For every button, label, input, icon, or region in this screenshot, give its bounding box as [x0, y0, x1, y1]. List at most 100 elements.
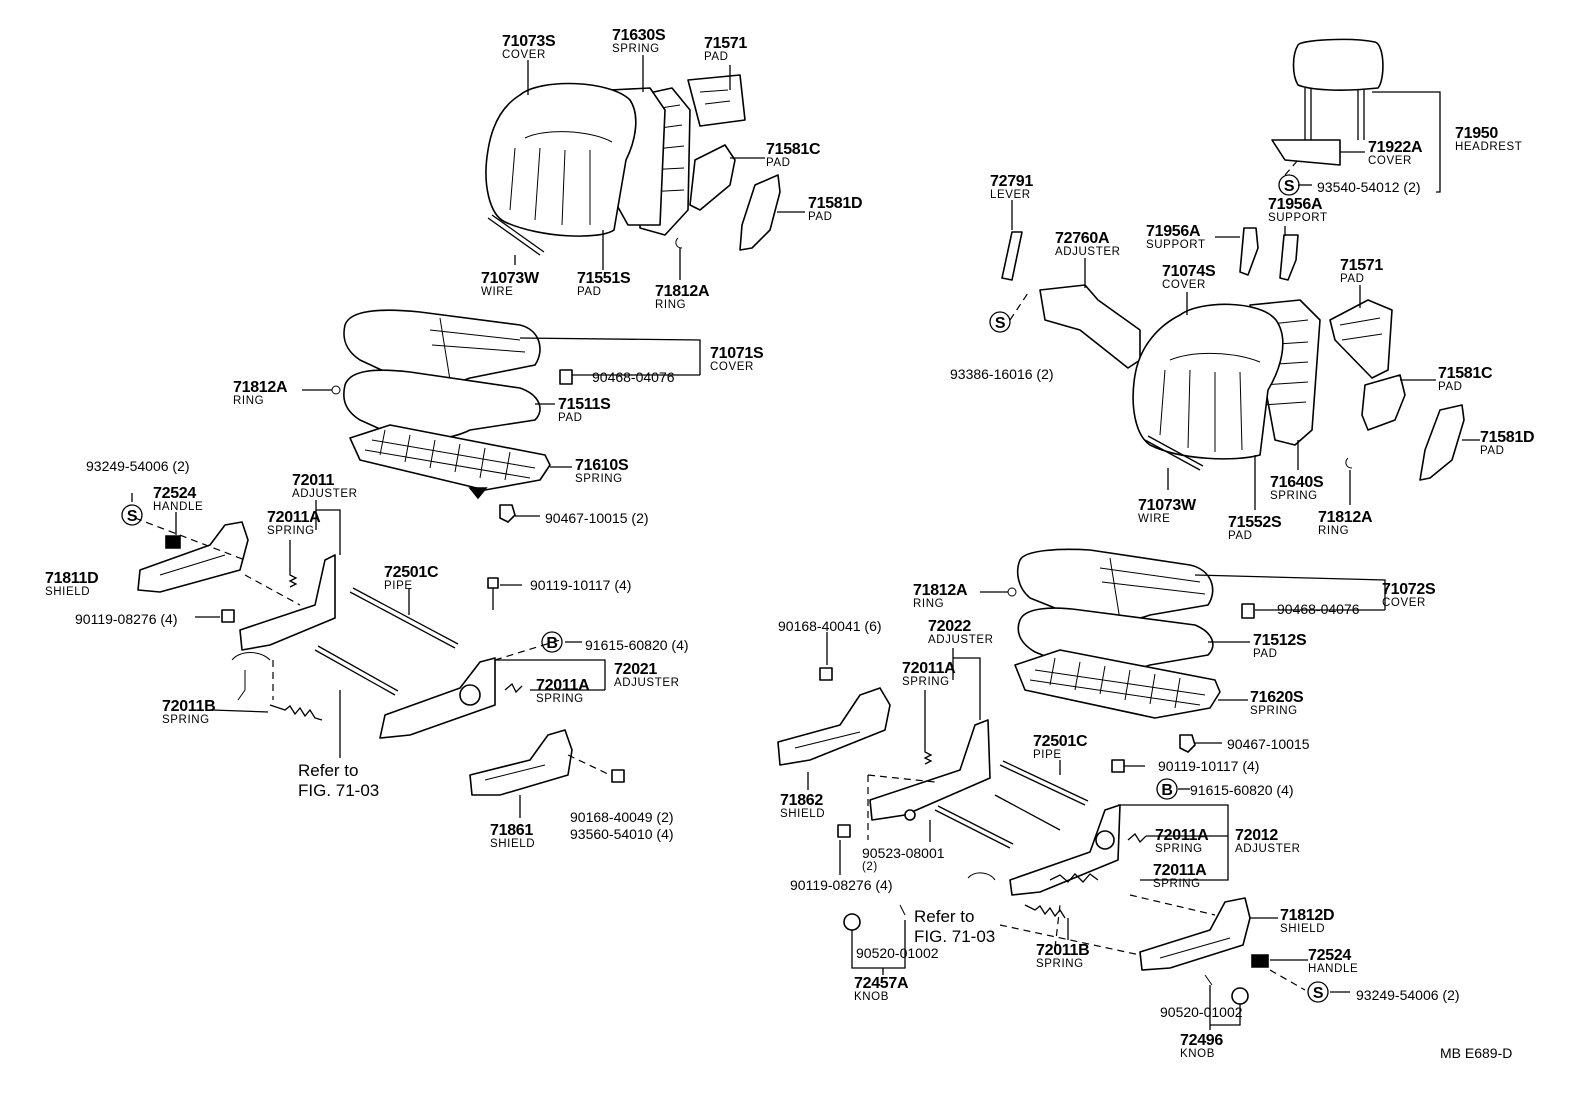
part-number: 90520-01002: [1160, 1004, 1243, 1020]
cover-71072s-shape: [1016, 548, 1214, 624]
part-name: RING: [655, 299, 686, 311]
shield-71811d-shape: [137, 521, 249, 593]
part-name: PIPE: [384, 580, 413, 592]
pad-71581c-shape: [689, 144, 736, 211]
part-name: SHIELD: [1280, 923, 1325, 935]
part-number: 72501C: [1033, 733, 1088, 750]
part-number: 90523-08001: [862, 845, 945, 861]
clip-90468-shape: [559, 369, 573, 385]
part-label-l15: 93249-54006 (2): [86, 458, 190, 474]
part-label-l58: 91615-60820 (4): [1190, 782, 1294, 798]
part-number: 90119-10117 (4): [1158, 758, 1259, 774]
part-number: 72524: [1308, 947, 1351, 964]
part-number: 90119-08276 (4): [790, 877, 892, 893]
left-seatback-group: [485, 74, 781, 256]
part-name: ADJUSTER: [614, 677, 680, 689]
left-adjuster-group: [137, 521, 625, 796]
adjuster-72022-shape: [869, 719, 991, 821]
pad-71571-right-shape: [1329, 299, 1393, 379]
pad-71581d-right-shape: [1419, 404, 1465, 481]
bolt-90467-shape: [499, 504, 516, 523]
part-name: SPRING: [162, 714, 210, 726]
part-number: 93560-54010 (4): [570, 826, 674, 842]
part-number: 71581C: [766, 141, 821, 158]
part-number: 71552S: [1228, 514, 1282, 531]
cover-71922a-shape: [1271, 139, 1341, 166]
svg-text:B: B: [546, 635, 557, 652]
cover-71071s-shape: [343, 309, 541, 390]
part-number: 90168-40049 (2): [570, 809, 674, 825]
adjuster-72021-shape: [379, 657, 496, 739]
part-number: 93386-16016 (2): [950, 366, 1054, 382]
part-label-l10: 90468-04076: [592, 369, 675, 385]
part-name: COVER: [502, 49, 546, 61]
part-name: SHIELD: [490, 838, 535, 850]
spring-72011b-shape: [269, 704, 323, 721]
part-name: PAD: [1253, 648, 1278, 660]
right-adjuster-group: [777, 667, 1269, 1005]
part-number: 93249-54006 (2): [86, 458, 190, 474]
wire-shape: [487, 217, 541, 256]
svg-text:Refer to: Refer to: [914, 907, 974, 926]
part-name: SPRING: [575, 473, 623, 485]
refer-note-right: Refer to FIG. 71-03: [914, 907, 995, 946]
spring-72011a-shape: [288, 560, 298, 588]
part-number: 72011A: [267, 509, 321, 526]
part-number: 72012: [1235, 827, 1278, 844]
part-number: 90467-10015 (2): [545, 510, 649, 526]
part-number: 72791: [990, 173, 1033, 190]
part-number: 90119-10117 (4): [530, 577, 631, 593]
part-name: PAD: [1340, 273, 1365, 285]
part-number: 71812A: [655, 283, 710, 300]
part-label-l49: 90168-40041 (6): [778, 618, 882, 634]
part-number: 72760A: [1055, 230, 1110, 247]
part-name: SPRING: [536, 693, 584, 705]
adjuster-72011-shape: [239, 554, 336, 651]
headrest-group: [1239, 38, 1384, 281]
svg-text:Refer to: Refer to: [298, 761, 358, 780]
part-name: ADJUSTER: [1055, 246, 1121, 258]
pad-71511s-shape: [343, 369, 541, 441]
part-number: 71861: [490, 822, 533, 839]
part-name: SPRING: [1250, 705, 1298, 717]
part-name: RING: [1318, 525, 1349, 537]
part-number: 71581D: [808, 195, 862, 212]
part-name: KNOB: [1180, 1048, 1215, 1060]
part-name: SHIELD: [45, 586, 90, 598]
part-number: 72524: [153, 485, 196, 502]
spring-71620s-shape: [1014, 649, 1221, 719]
part-label-l32: 93540-54012 (2): [1317, 179, 1421, 195]
part-number: 71571: [704, 35, 747, 52]
part-number: 71812A: [1318, 509, 1373, 526]
b-symbol-right: [1156, 778, 1178, 800]
part-name: PAD: [577, 286, 602, 298]
part-number: 71581C: [1438, 365, 1493, 382]
part-number: 71551S: [577, 270, 631, 287]
part-number: 71073S: [502, 33, 556, 50]
svg-text:S: S: [995, 315, 1006, 332]
part-label-l69: 93249-54006 (2): [1356, 987, 1460, 1003]
